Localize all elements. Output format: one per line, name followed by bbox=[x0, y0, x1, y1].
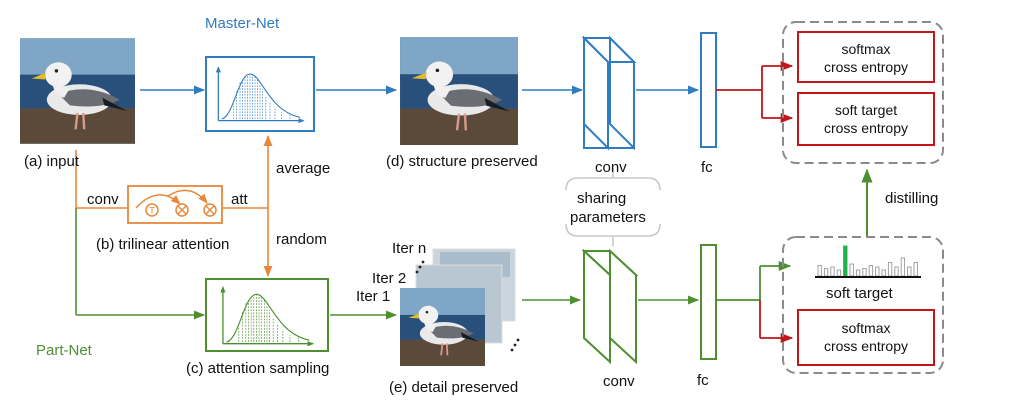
input-bird-image bbox=[20, 37, 135, 145]
histogram-bar bbox=[875, 266, 880, 277]
detail-bird-image bbox=[400, 287, 485, 367]
distilling-label: distilling bbox=[885, 190, 938, 207]
master-loss-group bbox=[782, 21, 944, 164]
conv-label-top: conv bbox=[595, 159, 627, 176]
softmax-bottom-line2: cross entropy bbox=[824, 338, 908, 354]
iter-n-label: Iter n bbox=[392, 240, 426, 257]
conv-label-bottom: conv bbox=[603, 373, 635, 390]
conv-cube-bottom bbox=[581, 248, 639, 365]
sharing-label: sharing bbox=[577, 190, 626, 207]
sharing-parameters-bracket bbox=[565, 168, 661, 246]
detail-preserved-caption: (e) detail preserved bbox=[389, 379, 518, 396]
input-caption: (a) input bbox=[24, 153, 80, 170]
soft-target-ce-line2: cross entropy bbox=[824, 120, 908, 136]
fc-layer-top bbox=[700, 32, 717, 148]
random-label: random bbox=[276, 231, 327, 248]
conv-label-left: conv bbox=[87, 191, 119, 208]
iter-1-label: Iter 1 bbox=[356, 288, 390, 305]
average-label: average bbox=[276, 160, 330, 177]
histogram-bar bbox=[868, 265, 874, 277]
softmax-top-line2: cross entropy bbox=[824, 59, 908, 75]
part-loss-group bbox=[782, 236, 944, 374]
iter-2-label: Iter 2 bbox=[372, 270, 406, 287]
trilinear-caption: (b) trilinear attention bbox=[96, 236, 229, 253]
histogram-bar bbox=[881, 269, 886, 277]
soft-target-label: soft target bbox=[826, 285, 894, 302]
histogram-bar bbox=[862, 268, 867, 277]
parameters-label: parameters bbox=[570, 209, 646, 226]
histogram-bar bbox=[913, 262, 918, 277]
soft-target-histogram bbox=[817, 245, 918, 277]
structure-preserved-image bbox=[400, 37, 518, 145]
histogram-bar bbox=[894, 266, 899, 277]
histogram-bar bbox=[823, 268, 829, 277]
part-curve-box bbox=[205, 278, 329, 352]
softmax-ce-box-top bbox=[797, 31, 935, 83]
histogram-bar bbox=[855, 269, 861, 277]
histogram-bar bbox=[843, 245, 848, 277]
softmax-top-line1: softmax bbox=[841, 41, 890, 57]
softmax-bottom-line1: softmax bbox=[841, 320, 890, 336]
histogram-bar bbox=[887, 262, 893, 277]
detail-image-stack bbox=[400, 248, 520, 367]
attention-sampling-caption: (c) attention sampling bbox=[186, 360, 329, 377]
soft-target-ce-box bbox=[797, 92, 935, 146]
histogram-bar bbox=[900, 257, 906, 277]
fc-label-bottom: fc bbox=[697, 372, 709, 389]
histogram-bar bbox=[907, 266, 912, 277]
structure-preserved-caption: (d) structure preserved bbox=[386, 153, 538, 170]
master-net-label: Master-Net bbox=[205, 15, 280, 32]
fc-layer-bottom bbox=[700, 244, 717, 360]
softmax-ce-box-bottom bbox=[797, 309, 935, 366]
soft-target-ce-line1: soft target bbox=[835, 102, 897, 118]
transpose-symbol: T bbox=[149, 206, 155, 216]
part-net-label: Part-Net bbox=[36, 342, 93, 359]
trilinear-attention-branch bbox=[75, 134, 273, 278]
histogram-bar bbox=[836, 269, 842, 277]
histogram-bar bbox=[849, 263, 854, 277]
part-net-branch bbox=[75, 168, 873, 365]
conv-cube-top bbox=[581, 35, 637, 151]
histogram-bar bbox=[817, 265, 822, 277]
att-label: att bbox=[231, 191, 249, 208]
loss-arrows bbox=[716, 60, 794, 344]
histogram-bar bbox=[830, 266, 835, 277]
fc-label-top: fc bbox=[701, 159, 713, 176]
master-net-branch bbox=[140, 32, 717, 151]
transpose-op bbox=[145, 203, 159, 217]
